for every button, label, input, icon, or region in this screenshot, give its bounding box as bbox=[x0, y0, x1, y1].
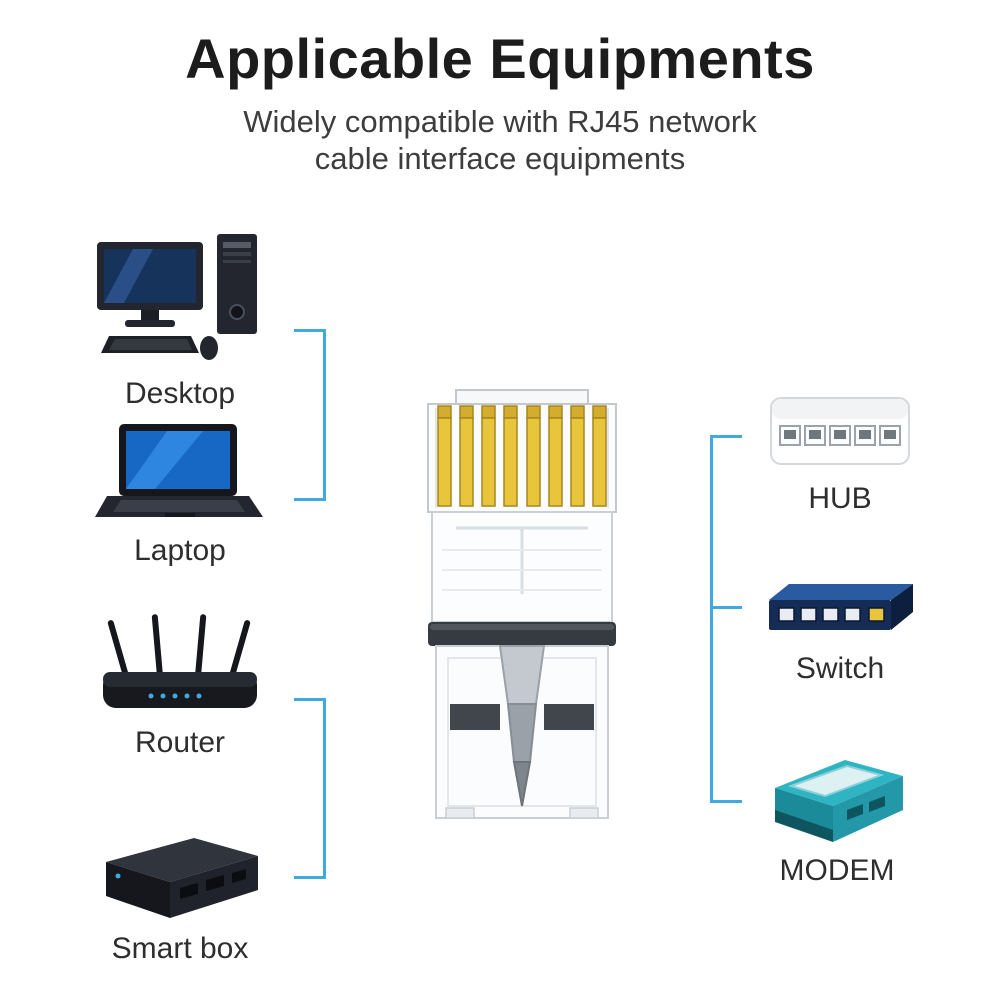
network-hub-icon bbox=[770, 397, 910, 465]
page-title: Applicable Equipments bbox=[185, 27, 815, 90]
device-modem: MODEM bbox=[762, 752, 912, 888]
laptop-icon bbox=[95, 424, 263, 517]
bracket-right-switch-modem bbox=[710, 609, 742, 803]
modem-icon bbox=[775, 760, 903, 842]
smart-box-icon bbox=[106, 838, 258, 918]
device-desktop: Desktop bbox=[88, 232, 272, 411]
device-label-switch: Switch bbox=[795, 652, 885, 685]
device-smart-box: Smart box bbox=[90, 832, 270, 966]
bracket-right-hub-switch bbox=[710, 435, 742, 609]
device-hub: HUB bbox=[765, 392, 915, 516]
device-label-smart-box: Smart box bbox=[111, 932, 249, 965]
device-label-modem: MODEM bbox=[779, 854, 895, 887]
device-label-hub: HUB bbox=[808, 482, 872, 515]
rj45-connector-illustration bbox=[427, 389, 617, 819]
network-switch-icon bbox=[769, 584, 913, 630]
wifi-router-icon bbox=[103, 614, 257, 708]
subtitle-line-1: Widely compatible with RJ45 network bbox=[243, 104, 757, 139]
device-label-laptop: Laptop bbox=[134, 534, 226, 567]
desktop-computer-icon bbox=[97, 234, 257, 360]
device-switch: Switch bbox=[765, 578, 915, 686]
subtitle-line-2: cable interface equipments bbox=[314, 141, 686, 176]
device-label-router: Router bbox=[134, 726, 226, 759]
device-router: Router bbox=[95, 612, 265, 760]
device-label-desktop: Desktop bbox=[124, 377, 236, 410]
bracket-left-router-smartbox bbox=[294, 698, 326, 879]
device-laptop: Laptop bbox=[95, 424, 265, 568]
bracket-left-desktop-laptop bbox=[294, 329, 326, 501]
